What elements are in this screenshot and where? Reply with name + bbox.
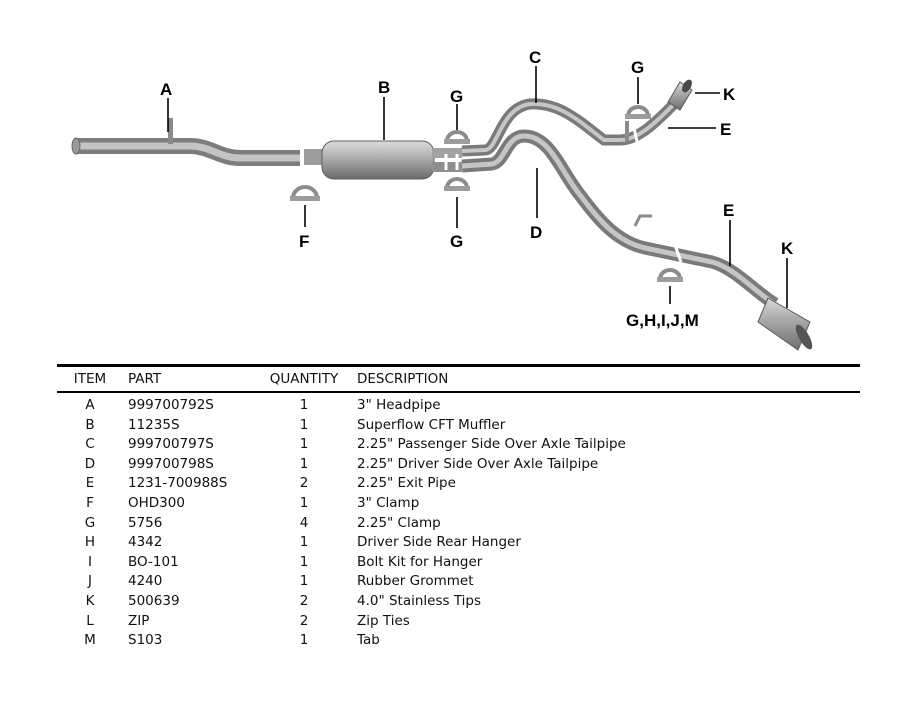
row-quantity: 1: [299, 436, 309, 453]
table-row: L ZIP 2 Zip Ties: [0, 613, 921, 633]
header-quantity: QUANTITY: [269, 371, 339, 387]
row-quantity: 1: [299, 397, 309, 413]
row-quantity: 1: [299, 455, 309, 472]
callout-g-bottom: G: [450, 232, 463, 251]
table-row: A 999700792S 1 3" Headpipe: [0, 397, 921, 417]
clamp-f-icon: [290, 185, 320, 201]
row-quantity: 1: [299, 495, 309, 511]
table-row: D 999700798S 1 2.25" Driver Side Over Ax…: [0, 456, 921, 476]
row-item: E: [85, 475, 95, 492]
table-row: E 1231-700988S 2 2.25" Exit Pipe: [0, 475, 921, 495]
row-item: H: [84, 534, 96, 551]
row-description: 4.0" Stainless Tips: [357, 593, 482, 609]
table-header-rule: [57, 391, 860, 393]
row-quantity: 2: [299, 593, 309, 609]
row-part: 5756: [128, 514, 163, 531]
table-row: C 999700797S 1 2.25" Passenger Side Over…: [0, 436, 921, 456]
tailpipe-d: [461, 129, 779, 310]
table-row: K 500639 2 4.0" Stainless Tips: [0, 593, 921, 613]
table-row: G 5756 4 2.25" Clamp: [0, 515, 921, 535]
row-quantity: 1: [299, 534, 309, 551]
exhaust-system-diagram: A B C D E E F G G G K K G,H,I,J,M: [71, 48, 813, 351]
row-item: A: [85, 397, 95, 413]
row-description: Tab: [357, 632, 380, 649]
callout-d: D: [530, 223, 542, 242]
callout-f: F: [299, 232, 309, 251]
row-part: BO-101: [128, 553, 179, 570]
table-top-rule: [57, 364, 860, 367]
row-description: Driver Side Rear Hanger: [357, 534, 521, 551]
row-part: 11235S: [128, 416, 180, 433]
header-item: ITEM: [73, 371, 107, 387]
row-item: L: [86, 612, 94, 629]
table-row: J 4240 1 Rubber Grommet: [0, 573, 921, 593]
row-part: 500639: [128, 593, 180, 609]
row-quantity: 1: [299, 573, 309, 590]
row-item: G: [84, 514, 96, 531]
callout-a: A: [160, 80, 172, 99]
row-part: 999700792S: [128, 397, 214, 413]
row-description: 3" Clamp: [357, 495, 420, 511]
row-description: 3" Headpipe: [357, 397, 441, 413]
headpipe-a: [71, 118, 300, 166]
row-description: 2.25" Clamp: [357, 514, 441, 531]
table-row: H 4342 1 Driver Side Rear Hanger: [0, 534, 921, 554]
row-part: 4240: [128, 573, 163, 590]
row-part: 1231-700988S: [128, 475, 228, 492]
callout-g-top: G: [450, 87, 463, 106]
row-part: 999700798S: [128, 455, 214, 472]
header-part: PART: [128, 371, 162, 387]
row-part: 4342: [128, 534, 163, 551]
row-part: ZIP: [128, 612, 150, 629]
callout-e-upper: E: [720, 120, 731, 139]
row-quantity: 4: [299, 514, 309, 531]
clamp-ghijm-icon: [657, 268, 683, 282]
row-description: 2.25" Driver Side Over Axle Tailpipe: [357, 455, 599, 472]
row-item: C: [85, 436, 95, 453]
callout-e-lower: E: [723, 201, 734, 220]
row-part: S103: [128, 632, 163, 649]
clamp-g-top-icon: [444, 130, 470, 144]
table-row: B 11235S 1 Superflow CFT Muffler: [0, 417, 921, 437]
row-item: D: [84, 455, 96, 472]
clamp-g-bottom-icon: [444, 177, 470, 191]
row-item: J: [88, 573, 92, 590]
row-description: 2.25" Passenger Side Over Axle Tailpipe: [357, 436, 626, 453]
row-item: I: [88, 553, 92, 570]
callout-k-lower: K: [781, 239, 794, 258]
leader-lines: [167, 66, 788, 308]
row-description: Rubber Grommet: [357, 573, 474, 590]
row-description: Zip Ties: [357, 612, 410, 629]
row-part: 999700797S: [128, 436, 214, 453]
callout-ghijm: G,H,I,J,M: [626, 311, 699, 330]
row-quantity: 2: [299, 475, 309, 492]
row-part: OHD300: [128, 495, 185, 511]
muffler-b: [304, 140, 462, 180]
callout-c: C: [529, 48, 541, 67]
row-quantity: 1: [299, 632, 309, 649]
table-row: M S103 1 Tab: [0, 632, 921, 652]
row-quantity: 1: [299, 416, 309, 433]
callout-k-upper: K: [723, 85, 736, 104]
tailpipe-c: [461, 96, 682, 157]
row-item: F: [86, 495, 94, 511]
row-quantity: 1: [299, 553, 309, 570]
row-description: 2.25" Exit Pipe: [357, 475, 456, 492]
row-quantity: 2: [299, 612, 309, 629]
table-row: F OHD300 1 3" Clamp: [0, 495, 921, 515]
row-description: Bolt Kit for Hanger: [357, 553, 483, 570]
pipe-clamp-marks: [444, 127, 683, 263]
callout-g-upper-right: G: [631, 58, 644, 77]
exit-tip-lower: [757, 297, 813, 351]
row-item: K: [85, 593, 95, 609]
exit-tip-upper: [667, 79, 693, 111]
clamp-g-upper-right-icon: [625, 105, 651, 119]
row-description: Superflow CFT Muffler: [357, 416, 506, 433]
table-row: I BO-101 1 Bolt Kit for Hanger: [0, 554, 921, 574]
row-item: B: [85, 416, 95, 433]
callout-b: B: [378, 78, 390, 97]
row-item: M: [84, 632, 96, 649]
header-description: DESCRIPTION: [357, 371, 449, 387]
